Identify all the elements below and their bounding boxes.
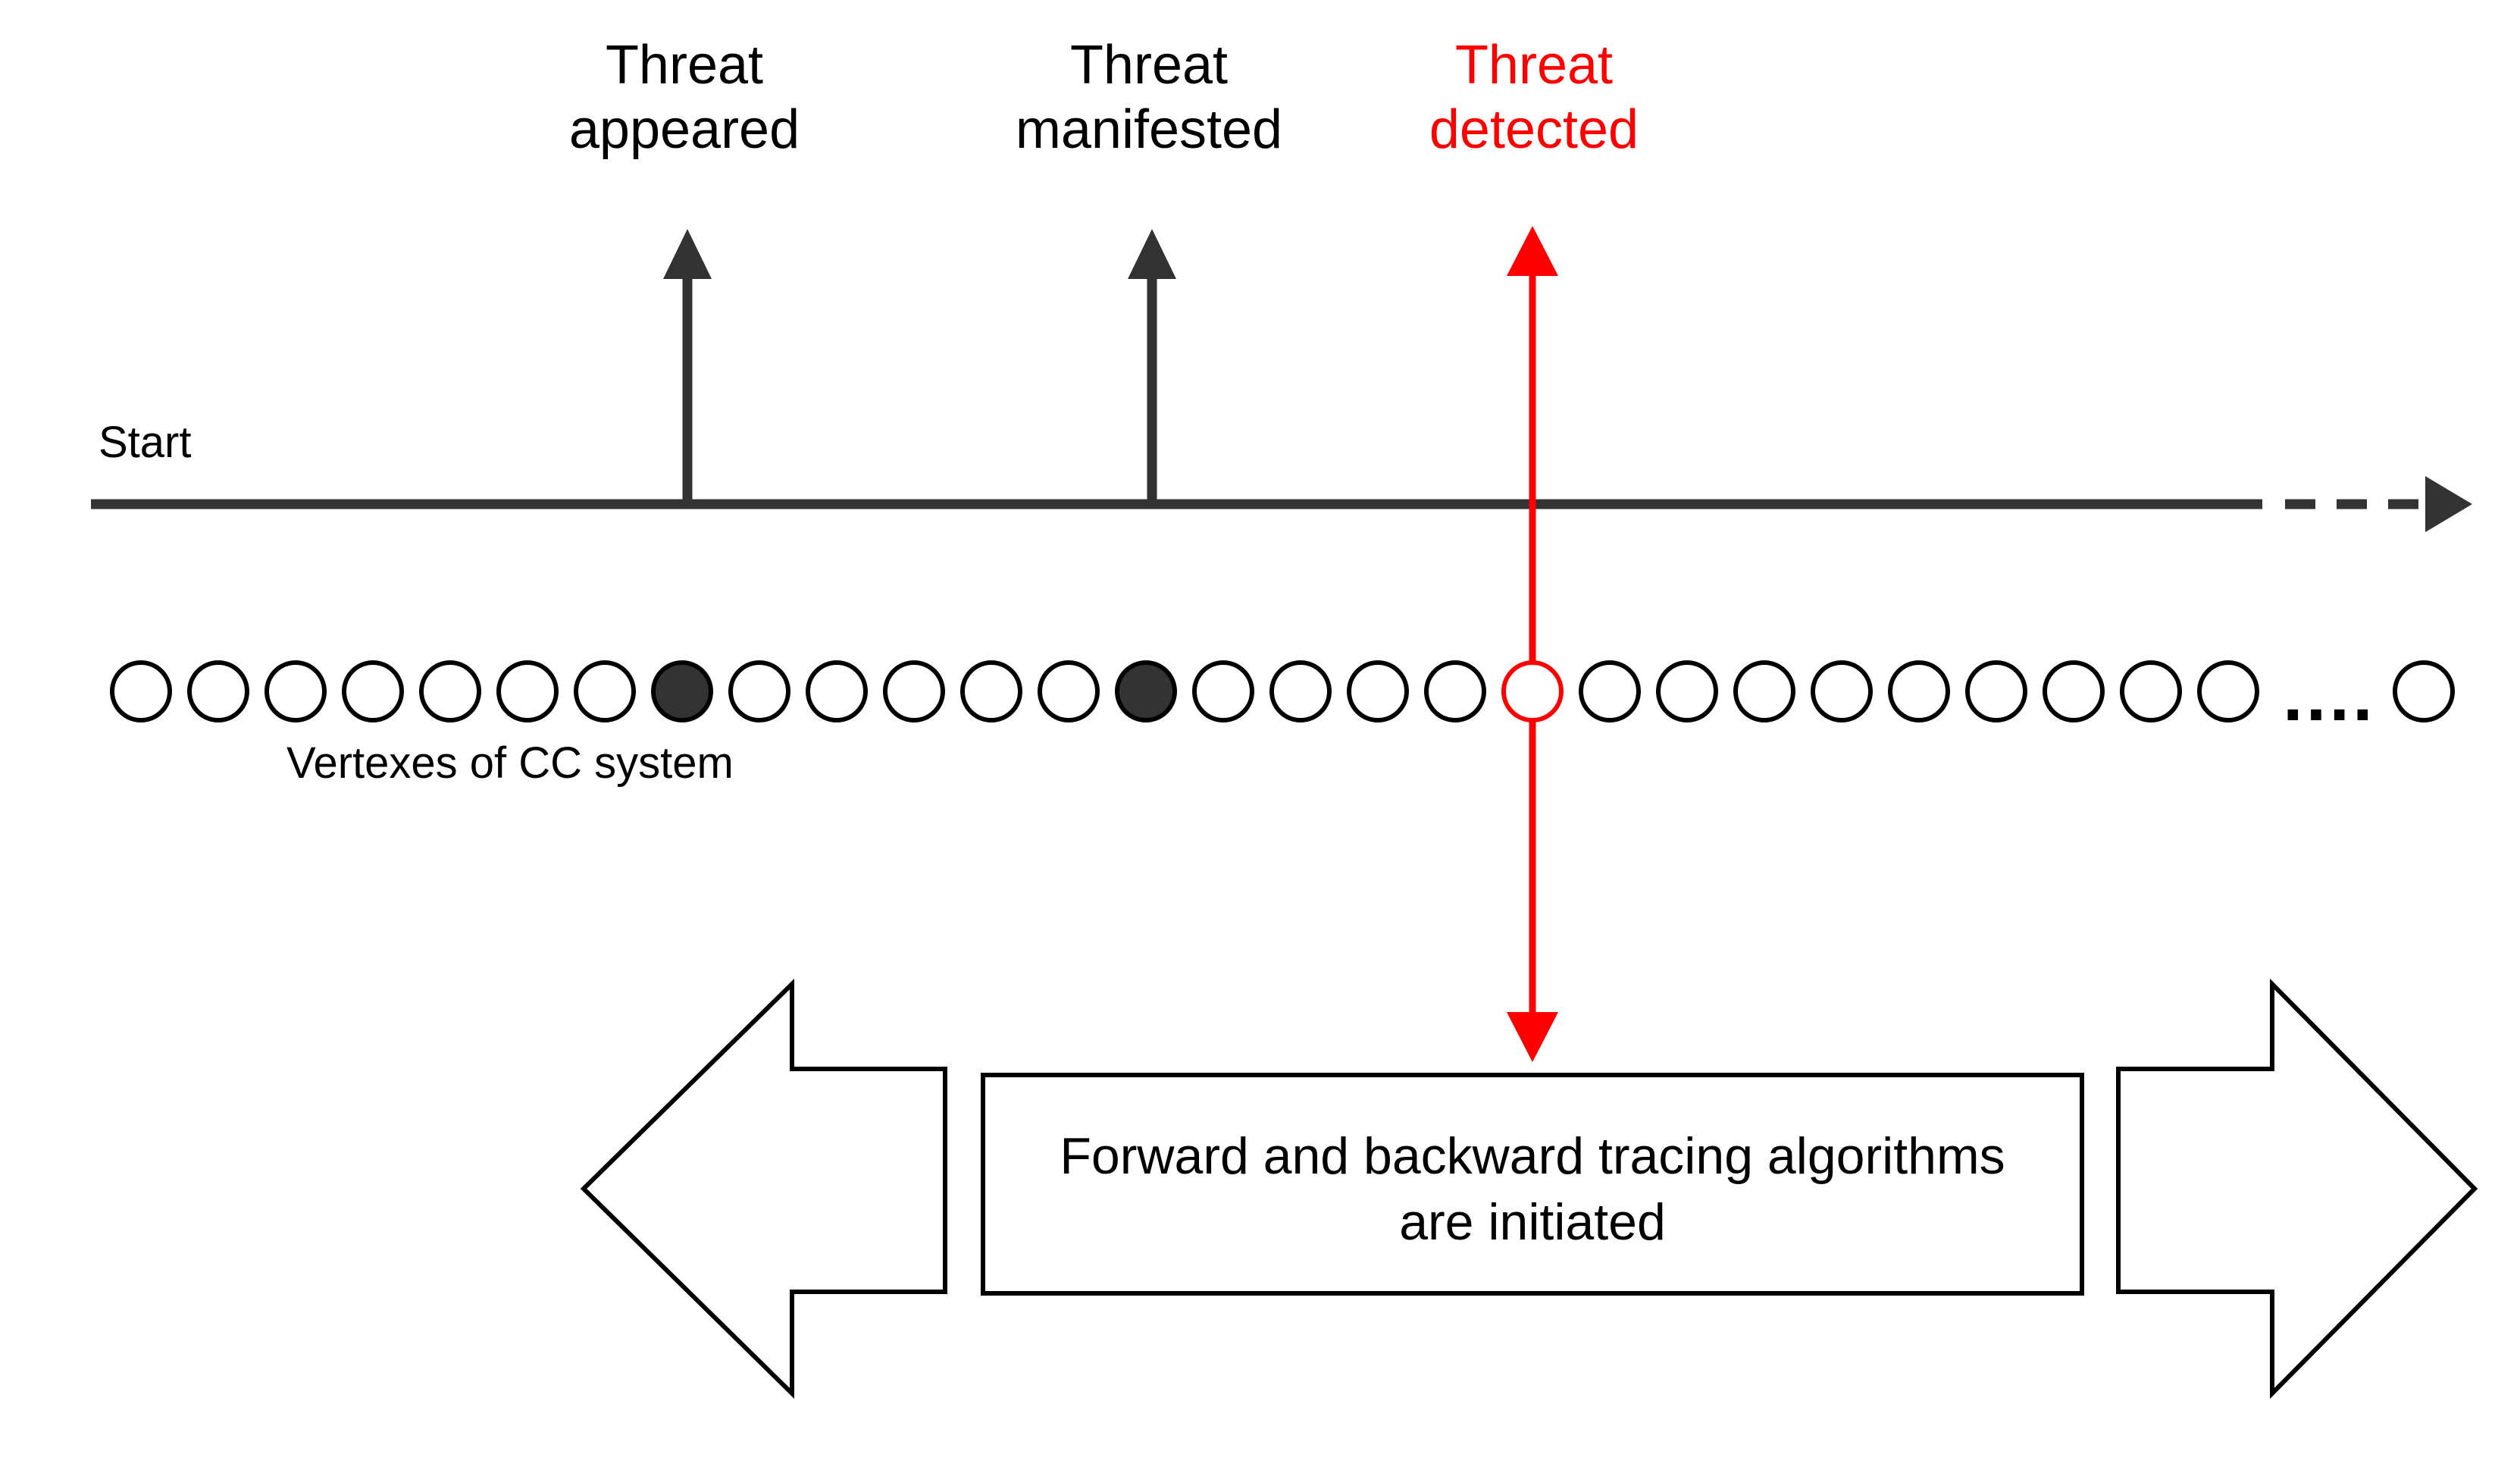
tracing-box-line2: are initiated	[1399, 1193, 1666, 1251]
event-threat-appeared: Threat appeared	[569, 35, 800, 500]
tracing-box	[981, 1073, 2084, 1296]
vertex-circle	[728, 660, 790, 722]
event-label-line2: manifested	[1016, 99, 1282, 160]
vertex-circle	[1811, 660, 1873, 722]
ellipsis-dots: ....	[2283, 655, 2376, 736]
vertex-circle	[1965, 660, 2027, 722]
vertex-circle-trailing	[2393, 660, 2455, 722]
event-markers: Threat appeared Threat manifested Threat…	[569, 35, 1639, 1062]
vertex-circle	[1192, 660, 1254, 722]
vertex-circle	[110, 660, 172, 722]
vertex-circle	[1579, 660, 1641, 722]
event-threat-manifested: Threat manifested	[1016, 35, 1282, 500]
vertex-circle	[2120, 660, 2182, 722]
vertex-circle	[265, 660, 327, 722]
vertex-circle	[574, 660, 636, 722]
vertex-circle	[1347, 660, 1409, 722]
vertex-circle	[806, 660, 868, 722]
timeline: Start	[91, 418, 2472, 532]
event-arrowhead-up	[663, 229, 712, 279]
vertex-circle	[2043, 660, 2105, 722]
vertex-circle	[1656, 660, 1718, 722]
vertex-circle	[1733, 660, 1795, 722]
vertex-circle	[419, 660, 481, 722]
vertex-circle	[960, 660, 1022, 722]
detected-arrowhead-down	[1507, 1012, 1558, 1062]
vertex-circle	[1424, 660, 1486, 722]
vertex-circle	[1888, 660, 1950, 722]
vertex-circle	[496, 660, 559, 722]
tracing-section: Forward and backward tracing algorithms …	[580, 978, 2478, 1399]
detected-arrowhead-up	[1507, 226, 1558, 276]
event-label-line1: Threat	[1070, 35, 1228, 96]
event-arrowhead-up	[1128, 229, 1176, 279]
timeline-start-label: Start	[99, 418, 192, 467]
vertex-circle-filled	[1115, 660, 1177, 722]
vertex-row	[110, 660, 2455, 722]
vertex-circle	[2197, 660, 2259, 722]
event-label-line2: appeared	[569, 99, 800, 160]
event-threat-detected: Threat detected	[1429, 35, 1639, 1062]
tracing-box-line1: Forward and backward tracing algorithms	[1060, 1127, 2005, 1185]
vertex-circle	[883, 660, 945, 722]
vertex-row-label: Vertexes of CC system	[286, 738, 734, 788]
forward-arrow-icon	[2116, 978, 2478, 1399]
vertex-circle	[187, 660, 249, 722]
event-label-line1: Threat	[1455, 35, 1613, 96]
backward-arrow-icon	[580, 978, 947, 1399]
event-label-line1: Threat	[606, 35, 763, 96]
vertex-circle	[1269, 660, 1332, 722]
vertex-circle-filled	[651, 660, 713, 722]
vertex-circle	[342, 660, 404, 722]
vertex-circle-detected	[1501, 660, 1564, 722]
vertex-circle	[1038, 660, 1100, 722]
timeline-arrowhead	[2425, 476, 2472, 532]
event-label-line2: detected	[1429, 99, 1639, 160]
